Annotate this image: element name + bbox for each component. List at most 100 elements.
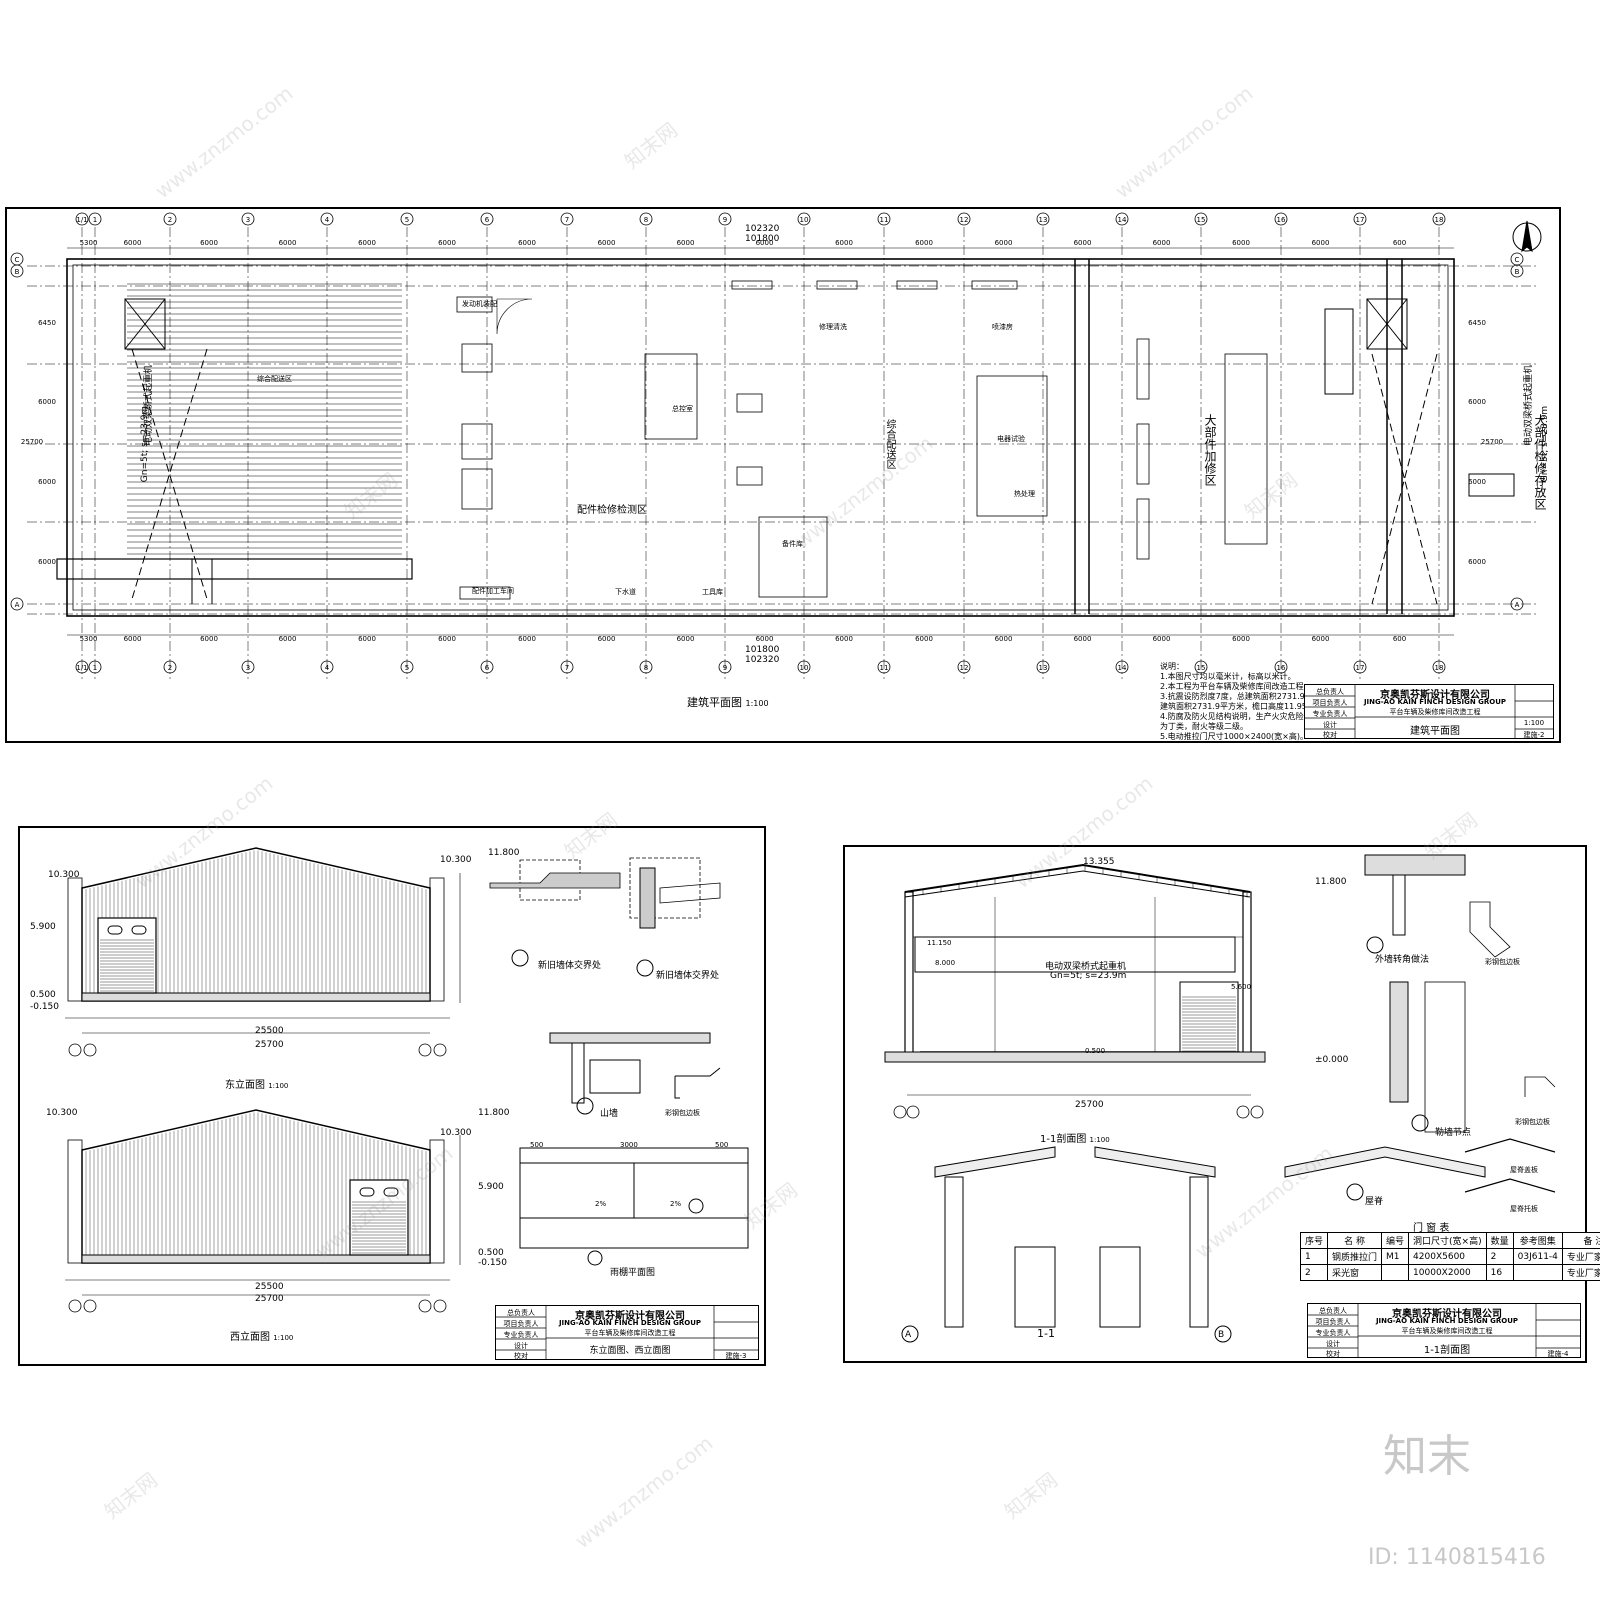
floor-plan-total-outer-bottom: 102320 [745,655,780,665]
axis-bubble [241,212,255,226]
axis-bubble [893,1105,907,1119]
room-label-1: 发动机装配 [462,300,497,308]
cell: 2 [1299,1264,1329,1281]
detail-roof-right [1094,1146,1216,1178]
detail-axis-b: B [1218,1330,1225,1340]
room-label-10: 热处理 [1014,490,1035,498]
company-name-elev: 京奥凯芬斯设计有限公司 [575,1311,685,1322]
floor-plan-total-inner-bottom: 101800 [745,645,780,655]
detail-2-label: 新旧墙体交界处 [656,971,720,981]
canopy-column [571,1042,585,1104]
canopy-dim-3: 500 [715,1141,729,1149]
span-dim: 600 [1393,635,1406,643]
section-crane: 电动双梁桥式起重机 [1045,962,1127,972]
cell: 16 [1485,1264,1514,1281]
detail-wall-joint [489,872,621,889]
roof-truss-lower [904,870,1251,898]
axis-bubble [1274,660,1288,674]
east-elev-h2: 5.900 [30,922,56,932]
role-e2: 项目负责人 [503,1320,539,1328]
axis-label: 9 [723,664,727,672]
axis-bubble [877,660,891,674]
plinth [81,1254,431,1264]
section-crane-spec: Gn=5t; s=23.9m [1050,971,1127,981]
detail-wall-right [1099,1246,1141,1328]
room-label-8: 下水道 [615,588,636,596]
axis-bubble [400,660,414,674]
sheet-no-elev: 建施-3 [725,1352,747,1360]
axis-bubble [560,660,574,674]
axis-bubble [1036,660,1050,674]
door-col-code: 编号 [1381,1232,1410,1249]
axis-label: 13 [1039,664,1048,672]
flashing-detail [674,1067,721,1099]
roll-up-door [349,1179,409,1256]
east-width-outer: 25700 [255,1040,284,1050]
section-h-0: ±0.000 [1315,1055,1349,1065]
side-column [429,1139,445,1264]
role-s2: 项目负责人 [1315,1318,1351,1326]
door-window [131,925,147,935]
table-row: 1 钢质推拉门 M1 4200X5600 2 03J611-4 专业厂家制作 [1299,1248,1600,1265]
west-elev-title: 西立面图 1:100 [230,1332,294,1343]
detail-wall-section [639,867,656,929]
watermark-text: www.znzmo.com [570,1430,718,1554]
axis-label: 16 [1277,216,1286,224]
role-e3: 专业负责人 [503,1331,539,1339]
axis-bubble [480,660,494,674]
floor-plan-title: 建筑平面图 1:100 [687,696,769,709]
span-dim: 6000 [995,635,1013,643]
axis-bubble [1353,660,1367,674]
canopy-slope-2: 2% [670,1200,682,1208]
east-elev-h0: 11.800 [488,848,520,858]
canopy-pier [589,1059,641,1094]
cell: 1 [1299,1248,1329,1265]
axis-bubble [1036,212,1050,226]
elevation-sheet: 10.300 5.900 0.500 -0.150 11.800 10.300 … [18,826,766,1366]
role-4: 设计 [1323,721,1337,729]
floor-plan-notes: 说明： 1.本图尺寸均以毫米计，标高以米计。 2.本工程为平台车辆及柴修库间改造… [1160,662,1337,741]
ridge-support-profile [1464,1178,1556,1193]
axis-label: 2 [168,664,172,672]
door-schedule-header: 序号 名 称 编号 洞口尺寸(宽×高) 数量 参考图集 备 注 [1299,1232,1600,1249]
vert-dim: 6000 [1468,478,1486,486]
vert-total: 25700 [21,438,43,446]
section-h-8: 8.000 [935,959,956,967]
detail-circle-2 [636,959,654,977]
detail-axis-b-bubble [1214,1325,1232,1343]
inner-wall [72,264,1449,611]
axis-label: 18 [1435,216,1444,224]
axis-label: 3 [246,216,250,224]
vert-dim: 6000 [38,558,56,566]
axis-label: 11 [880,216,889,224]
row-label: A [1515,601,1520,609]
section-drawing [884,854,1556,1343]
axis-bubble [639,212,653,226]
west-width-outer: 25700 [255,1294,284,1304]
axis-label: 10 [800,664,809,672]
span-dim: 6000 [1153,635,1171,643]
door-swing [496,298,533,335]
role-e1: 总负责人 [507,1309,535,1317]
span-dim: 6000 [835,635,853,643]
detail-1-label: 新旧墙体交界处 [538,961,602,971]
axis-bubble [877,212,891,226]
project-name-sec: 平台车辆及柴修库间改造工程 [1401,1327,1493,1335]
vert-dim: 6450 [38,319,56,327]
axis-label: 15 [1197,664,1206,672]
side-column [429,877,445,1002]
column-left [904,891,914,1058]
room-label-6: 备件库 [782,540,803,548]
room-label-2: 修理清洗 [819,323,847,331]
detail-flash-2: 彩钢包边板 [1515,1118,1550,1126]
axis-label: 17 [1356,216,1365,224]
equipment-r [1324,308,1354,395]
detail-marker [688,1198,704,1214]
axis-bubble [83,1299,97,1313]
span-dim: 6000 [1074,239,1092,247]
vert-total: 25700 [1481,438,1503,446]
room-label-3: 喷漆房 [992,323,1013,331]
room [736,466,763,486]
span-dim: 6000 [835,239,853,247]
room-label-7: 电器试验 [997,435,1025,443]
